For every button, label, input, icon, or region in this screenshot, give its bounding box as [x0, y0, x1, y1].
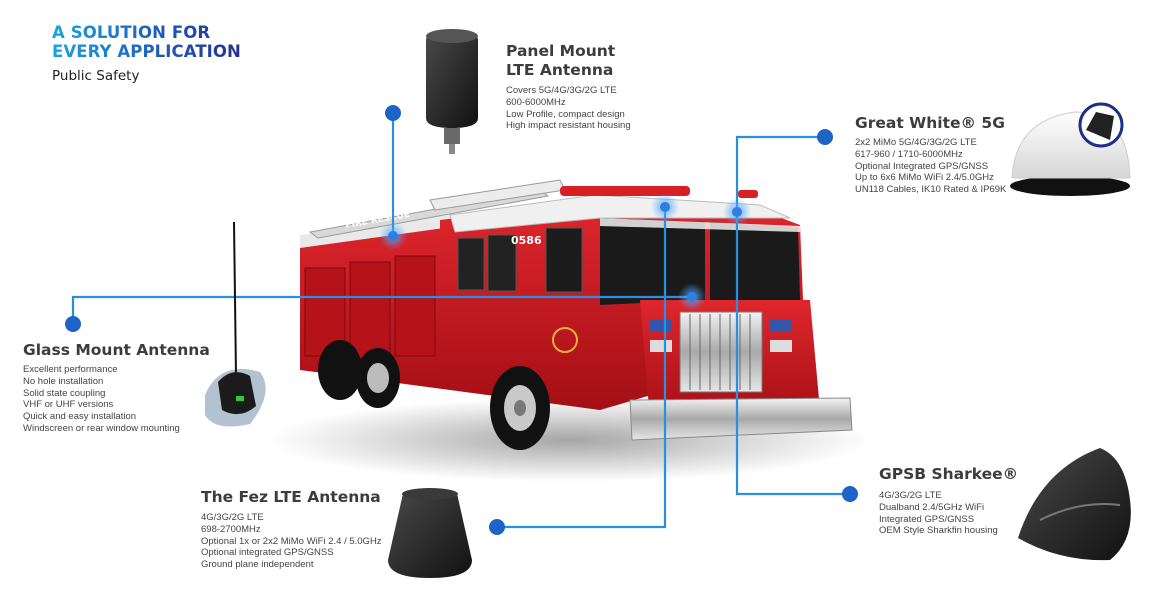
panel-mount-dot [385, 105, 401, 121]
spec-item: 600-6000MHz [506, 96, 566, 108]
spec-item: High impact resistant housing [506, 120, 631, 132]
spec-item: Quick and easy installation [23, 411, 137, 423]
great-white-title: Great White® 5G [855, 114, 1005, 132]
spec-item: VHF or UHF versions [23, 399, 114, 411]
sharkee-title: GPSB Sharkee® [879, 465, 1019, 483]
spec-item: 617-960 / 1710-6000MHz [855, 148, 963, 160]
spec-item: Integrated GPS/GNSS [879, 513, 975, 525]
fez-connector [497, 207, 667, 529]
glass-mount-antenna-image [205, 221, 266, 427]
fez-dot [489, 519, 505, 535]
fez-card: The Fez LTE Antenna 4G/3G/2G LTE 698-270… [201, 488, 382, 571]
spec-item: Low Profile, compact design [506, 108, 625, 120]
great-white-antenna-image [1010, 102, 1131, 196]
glass-mount-card: Glass Mount Antenna Excellent performanc… [23, 341, 210, 435]
panel-mount-specs: Covers 5G/4G/3G/2G LTE 600-6000MHz Low P… [506, 85, 631, 132]
headline: A SOLUTION FOR EVERY APPLICATION [52, 24, 241, 61]
connector-endpoints [65, 105, 858, 535]
spec-item: Solid state coupling [23, 387, 106, 399]
fire-truck: FIRE RESCUE 0586 [300, 179, 853, 450]
headline-line-1: A SOLUTION FOR [52, 23, 211, 42]
sharkee-dot [842, 486, 858, 502]
spec-item: 2x2 MiMo 5G/4G/3G/2G LTE [855, 137, 977, 148]
spec-item: Excellent performance [23, 364, 118, 375]
spec-item: OEM Style Sharkfin housing [879, 525, 998, 537]
spec-item: Optional Integrated GPS/GNSS [855, 160, 989, 172]
spec-item: Optional integrated GPS/GNSS [201, 547, 334, 559]
great-white-dot [817, 129, 833, 145]
fez-antenna-image [388, 488, 472, 578]
fez-title: The Fez LTE Antenna [201, 488, 381, 506]
connector-lines [71, 113, 850, 529]
glass-mount-connector [71, 295, 692, 324]
spec-item: Optional 1x or 2x2 MiMo WiFi 2.4 / 5.0GH… [201, 535, 382, 547]
page-subtitle: Public Safety [52, 68, 140, 84]
spec-item: No hole installation [23, 375, 104, 387]
mount-glow-points [379, 193, 751, 311]
panel-mount-antenna-image [426, 29, 478, 154]
spec-item: Ground plane independent [201, 559, 314, 571]
glass-mount-title: Glass Mount Antenna [23, 341, 210, 359]
panel-mount-title-line-2: LTE Antenna [506, 61, 614, 79]
truck-unit-number: 0586 [511, 234, 542, 247]
panel-mount-title: Panel Mount LTE Antenna [506, 42, 631, 80]
panel-mount-card: Panel Mount LTE Antenna Covers 5G/4G/3G/… [506, 42, 631, 132]
spec-item: 4G/3G/2G LTE [201, 512, 264, 523]
spec-item: Up to 6x6 MiMo WiFi 2.4/5.0GHz [855, 172, 994, 184]
sharkee-antenna-image [1018, 448, 1131, 561]
headline-line-2: EVERY APPLICATION [52, 41, 241, 61]
wheels [318, 340, 550, 450]
panel-mount-title-line-1: Panel Mount [506, 42, 616, 60]
great-white-specs: 2x2 MiMo 5G/4G/3G/2G LTE 617-960 / 1710-… [855, 137, 1006, 196]
spec-item: 698-2700MHz [201, 523, 261, 535]
spec-item: UN118 Cables, IK10 Rated & IP69K [855, 184, 1007, 196]
spec-item: Covers 5G/4G/3G/2G LTE [506, 85, 617, 96]
glass-mount-dot [65, 316, 81, 332]
sharkee-connector [735, 212, 850, 496]
glass-mount-specs: Excellent performance No hole installati… [23, 364, 210, 435]
great-white-connector [735, 135, 825, 212]
spec-item: 4G/3G/2G LTE [879, 490, 942, 501]
great-white-card: Great White® 5G 2x2 MiMo 5G/4G/3G/2G LTE… [855, 114, 1006, 196]
spec-item: Windscreen or rear window mounting [23, 422, 180, 434]
sharkee-specs: 4G/3G/2G LTE Dualband 2.4/5GHz WiFi Inte… [879, 490, 1018, 537]
sharkee-card: GPSB Sharkee® 4G/3G/2G LTE Dualband 2.4/… [879, 465, 1018, 537]
spec-item: Dualband 2.4/5GHz WiFi [879, 501, 985, 513]
fez-specs: 4G/3G/2G LTE 698-2700MHz Optional 1x or … [201, 512, 382, 571]
